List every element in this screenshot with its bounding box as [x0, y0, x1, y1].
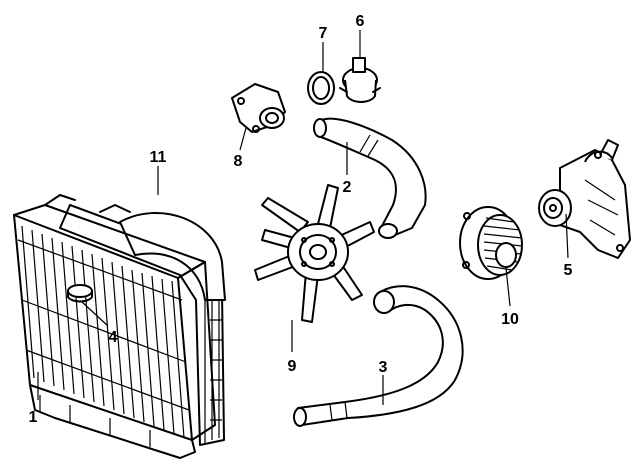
leader-4: [81, 301, 109, 327]
leader-10: [505, 267, 511, 307]
callout-7: 7: [319, 25, 328, 42]
callout-3: 3: [379, 359, 388, 376]
callout-6: 6: [356, 13, 365, 30]
cooling-fan: [254, 184, 375, 323]
callout-11: 11: [150, 149, 167, 166]
water-inlet-housing: [231, 83, 286, 133]
radiator: [13, 194, 216, 459]
leader-lines: [37, 30, 569, 405]
callout-2: 2: [343, 179, 352, 196]
callout-10: 10: [501, 311, 519, 328]
thermostat: [339, 57, 381, 103]
radiator-cap: [67, 284, 93, 303]
callout-labels: 1 2 3 4 5 6 7 8 9 10 11: [29, 13, 573, 426]
leader-8: [239, 127, 247, 151]
leader-5: [565, 213, 569, 259]
lower-radiator-hose: [293, 285, 464, 427]
water-pump: [538, 139, 631, 259]
callout-1: 1: [29, 409, 38, 426]
callout-8: 8: [234, 153, 243, 170]
callout-5: 5: [564, 262, 573, 279]
callout-9: 9: [288, 358, 297, 375]
callout-4: 4: [109, 329, 118, 346]
thermostat-gasket: [307, 71, 335, 105]
fan-clutch: [459, 206, 523, 280]
upper-radiator-hose: [313, 117, 427, 239]
